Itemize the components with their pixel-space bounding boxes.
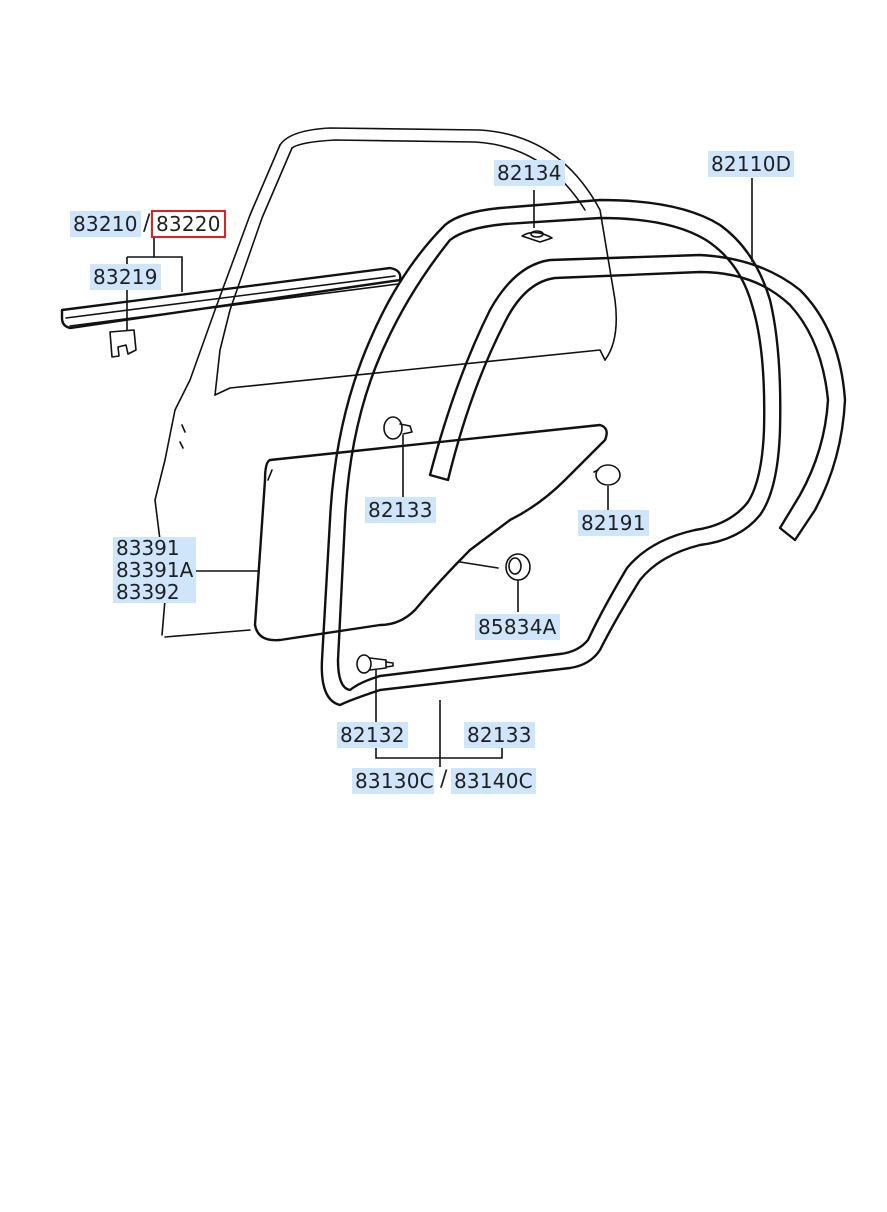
part-label-82133-top[interactable]: 82133 [365, 497, 436, 523]
part-label-82191[interactable]: 82191 [578, 510, 649, 536]
part-label-83391A[interactable]: 83391A [116, 558, 194, 582]
grommet-85834A [459, 553, 531, 581]
fastener-82134 [521, 230, 553, 243]
part-label-83219[interactable]: 83219 [90, 264, 161, 290]
plug-82191 [593, 464, 621, 486]
part-label-82134[interactable]: 82134 [494, 160, 565, 186]
part-label-82132[interactable]: 82132 [337, 722, 408, 748]
part-label-83210[interactable]: 83210 [70, 211, 141, 237]
part-label-82110D[interactable]: 82110D [708, 151, 795, 177]
part-separator-bottom: / [440, 767, 448, 792]
part-label-83220-highlighted[interactable]: 83220 [151, 210, 226, 238]
belt-molding [60, 266, 402, 330]
fastener-82132 [356, 654, 394, 674]
part-label-83391[interactable]: 83391 [116, 536, 180, 560]
part-label-83130C[interactable]: 83130C [352, 768, 434, 794]
part-label-83392[interactable]: 83392 [116, 580, 180, 604]
door-trim-panel [253, 423, 608, 642]
part-label-85834A[interactable]: 85834A [475, 614, 560, 640]
fastener-82133-top [383, 416, 413, 440]
molding-clip [109, 329, 137, 358]
part-separator: / [143, 211, 151, 236]
body-side-weatherstrip [428, 253, 847, 542]
part-label-82133-bottom[interactable]: 82133 [464, 722, 535, 748]
door-body [154, 127, 618, 638]
leader-lines [126, 178, 753, 767]
part-label-83140C[interactable]: 83140C [451, 768, 536, 794]
part-label-group-83391: 83391 83391A 83392 [113, 536, 197, 604]
door-frame-weatherstrip [320, 198, 782, 707]
